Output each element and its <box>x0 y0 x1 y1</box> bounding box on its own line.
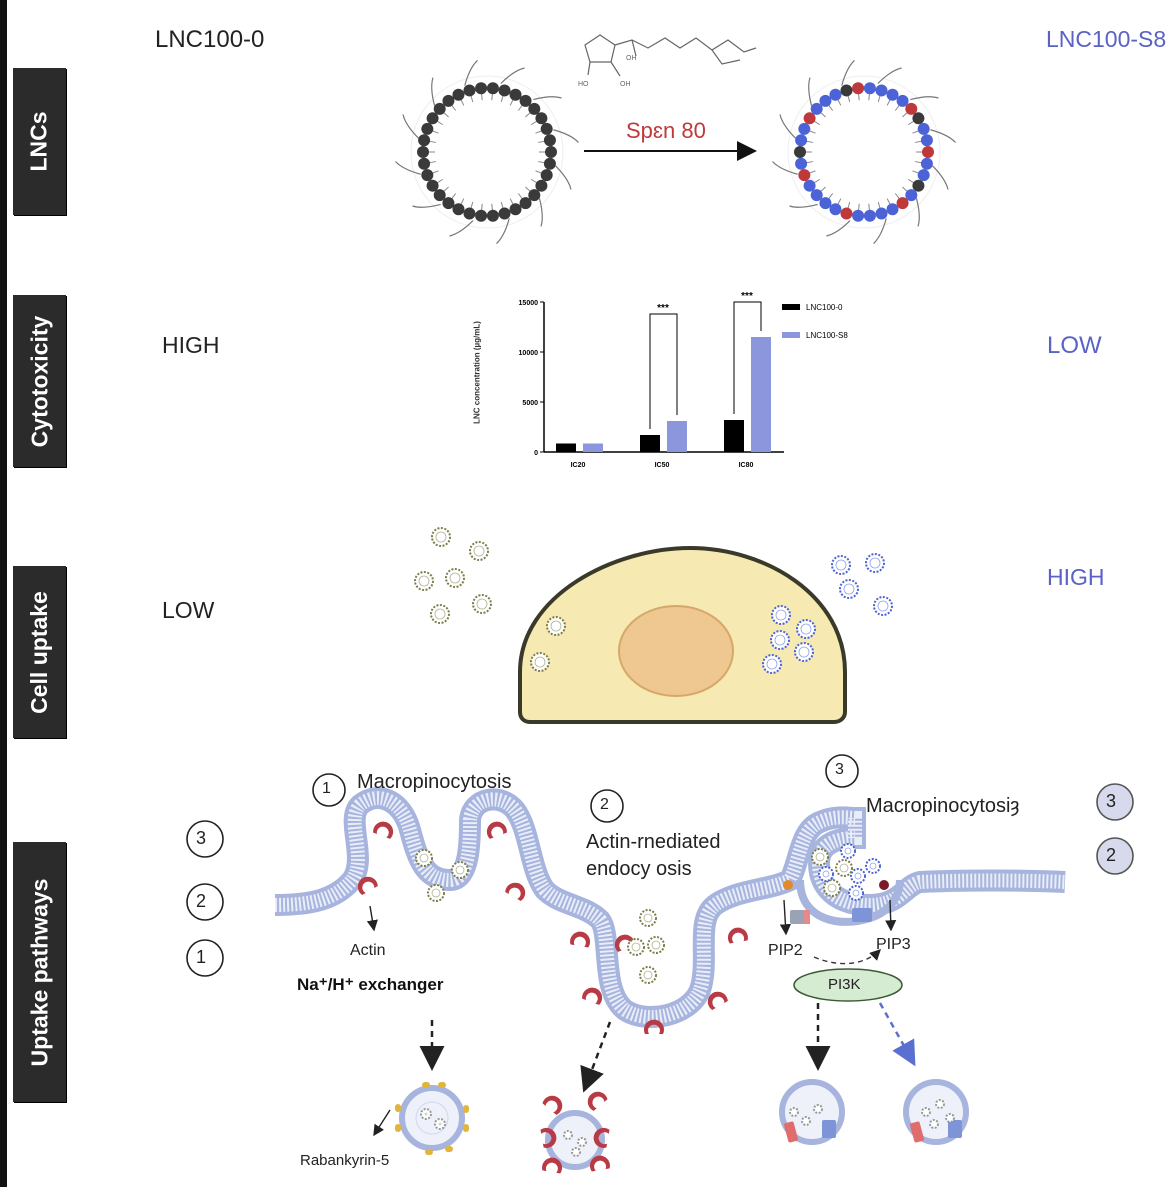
x-tick-label: IC80 <box>739 462 754 469</box>
pi3k-label: PI3K <box>828 976 861 993</box>
span80-label: Spɛn 80 <box>626 118 706 143</box>
svg-text:OH: OH <box>626 55 637 62</box>
uptake-left-level: LOW <box>162 597 215 623</box>
right-rank-2: 2 <box>1106 845 1117 865</box>
pip3-label: PIP3 <box>876 936 911 953</box>
x-tick-label: IC20 <box>571 462 586 469</box>
pathway-2-label-line2: endocy osis <box>586 858 692 880</box>
y-tick-label: 15000 <box>519 300 539 307</box>
significance-label: *** <box>657 303 669 314</box>
bar-IC80-0 <box>724 420 744 452</box>
span80-structure: OH HO OH <box>578 34 757 88</box>
pip2-label: PIP2 <box>768 942 803 959</box>
row-label-lncs: LNCs <box>13 68 66 215</box>
uptake-right-level: HIGH <box>1047 564 1105 590</box>
pathway-1-label: Macropinocytosis <box>357 771 512 793</box>
cytotoxicity-right-level: LOW <box>1047 332 1102 359</box>
svg-text:HO: HO <box>578 81 589 88</box>
bar-IC50-1 <box>667 421 687 452</box>
rabankyrin-label: Rabankyrin-5 <box>300 1152 390 1169</box>
bar-IC20-1 <box>583 443 603 452</box>
right-formulation-label: LNC100-S8 <box>1046 26 1167 52</box>
chart-axes <box>543 302 784 453</box>
legend-label: LNC100-S8 <box>806 331 848 340</box>
left-border <box>0 0 7 1187</box>
svg-text:OH: OH <box>620 81 631 88</box>
chart-y-label-wrap: LNC concentration (µg/mL) <box>462 316 492 436</box>
actin-label: Actin <box>350 942 386 959</box>
row-label-uptake-pathways: Uptake pathways <box>13 842 66 1102</box>
pathway-2-label-line1: Actin-rnediated <box>586 831 721 853</box>
left-rank-1: 1 <box>196 947 207 967</box>
lnc100-s8-particle <box>772 60 956 244</box>
y-tick-label: 0 <box>534 450 538 457</box>
significance-label: *** <box>741 292 753 302</box>
pathway-3-label: Macropinocytosiȝ <box>866 795 1020 817</box>
bar-IC50-0 <box>640 435 660 452</box>
right-rank-3: 3 <box>1106 791 1117 811</box>
y-tick-label: 10000 <box>519 350 539 357</box>
pathway-1-number: 1 <box>322 780 331 797</box>
x-tick-label: IC50 <box>655 462 670 469</box>
left-rank-3: 3 <box>196 828 207 848</box>
exchanger-label: Na⁺/H⁺ exchanger <box>297 975 444 994</box>
bar-IC20-0 <box>556 443 576 452</box>
row-label-cytotoxicity: Cytotoxicity <box>13 295 66 467</box>
left-formulation-label: LNC100-0 <box>155 26 265 53</box>
y-tick-label: 5000 <box>522 400 538 407</box>
left-rank-2: 2 <box>196 891 207 911</box>
chart-bars <box>556 337 771 452</box>
bar-IC80-1 <box>751 337 771 452</box>
pathway-3-number: 3 <box>835 761 844 778</box>
legend-label: LNC100-0 <box>806 303 843 312</box>
row-label-cell-uptake: Cell uptake <box>13 566 66 738</box>
cytotoxicity-left-level: HIGH <box>162 332 220 358</box>
lnc100-0-particle <box>395 60 579 244</box>
chart-y-axis-title: LNC concentration (µg/mL) <box>472 321 482 424</box>
pathway-2-number: 2 <box>600 796 609 813</box>
